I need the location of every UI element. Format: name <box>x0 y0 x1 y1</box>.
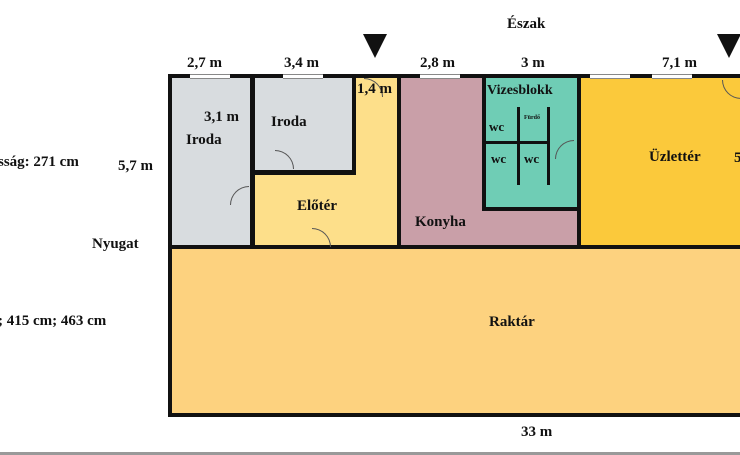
room-label: Konyha <box>415 214 466 230</box>
dim-label: 3 m <box>521 55 545 71</box>
bottom-border <box>0 452 740 455</box>
room-label: Iroda <box>186 132 222 148</box>
wall <box>168 413 740 417</box>
entrance-arrow-icon <box>363 34 387 58</box>
wall <box>486 141 550 144</box>
wall <box>577 78 581 245</box>
entrance-arrow-icon <box>717 34 740 58</box>
window <box>283 74 323 79</box>
wall <box>255 170 356 175</box>
compass-north: Észak <box>507 16 546 32</box>
room-label: wc <box>489 119 505 134</box>
room-office-2 <box>255 78 352 170</box>
dim-label: 2,7 m <box>187 55 222 71</box>
wall <box>168 245 740 249</box>
dim-label: 7,1 m <box>662 55 697 71</box>
wall <box>250 78 255 245</box>
room-label: Vizesblokk <box>487 83 553 98</box>
room-label: wc <box>491 151 507 166</box>
wall <box>482 207 581 211</box>
ceiling-height-note: sság: 271 cm <box>0 154 79 170</box>
room-label: Iroda <box>271 114 307 130</box>
dim-label: 3,1 m <box>204 109 239 125</box>
wall <box>547 107 550 185</box>
room-label: Fürdő <box>524 115 541 121</box>
window <box>190 74 230 79</box>
room-office-1 <box>172 78 250 245</box>
wall <box>517 107 520 185</box>
dim-label: 3,4 m <box>284 55 319 71</box>
room-label: Előtér <box>297 198 337 214</box>
window <box>590 74 630 79</box>
wall <box>352 78 356 175</box>
wall <box>397 78 401 245</box>
dim-label: 5,7 m <box>118 158 153 174</box>
compass-west: Nyugat <box>92 236 139 252</box>
room-storage <box>172 249 740 413</box>
window <box>652 74 692 79</box>
dim-label: 1,4 m <box>357 81 392 97</box>
room-label: Raktár <box>489 314 535 330</box>
dim-label: 33 m <box>521 424 553 440</box>
dim-label: 5 <box>734 150 740 166</box>
room-shop <box>581 78 740 245</box>
wall <box>482 78 486 210</box>
heights-note: ; 415 cm; 463 cm <box>0 313 107 329</box>
dim-label: 2,8 m <box>420 55 455 71</box>
window <box>420 74 460 79</box>
room-label: wc <box>524 151 540 166</box>
room-label: Üzlettér <box>649 149 701 165</box>
